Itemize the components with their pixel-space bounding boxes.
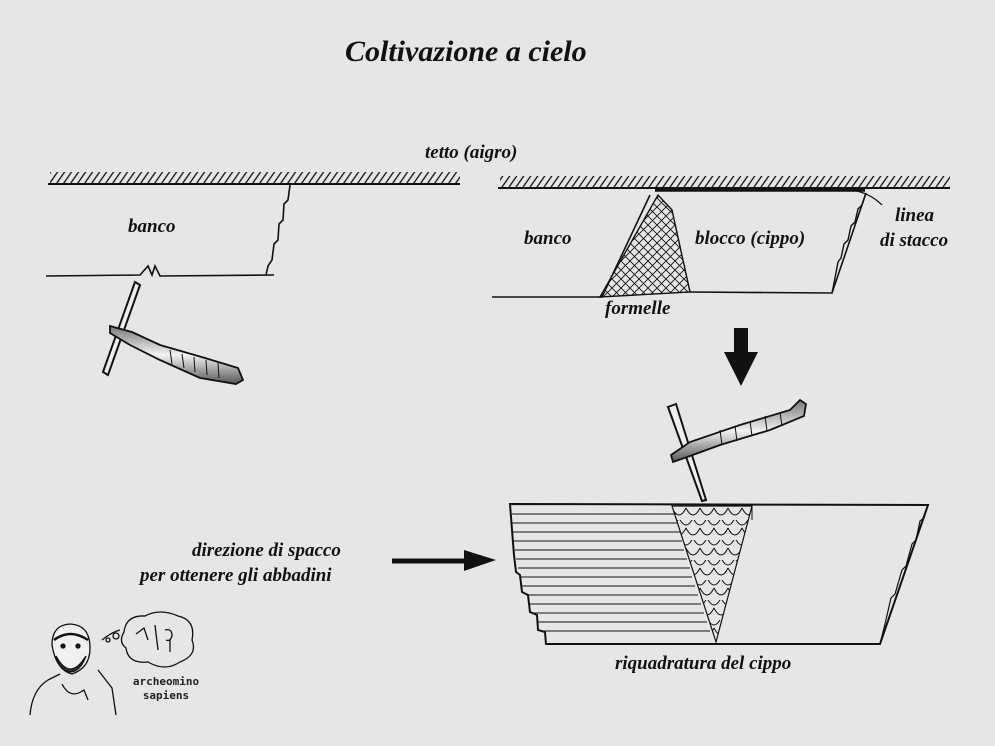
scale-texture xyxy=(671,505,753,645)
archeomino-mascot-icon xyxy=(29,611,195,716)
roof-hatch-right xyxy=(498,176,950,192)
label-linea: linea xyxy=(895,205,935,226)
mascot-name-line1: archeomino xyxy=(132,675,200,688)
down-arrow-icon xyxy=(724,328,758,386)
pick-hammer-icon xyxy=(666,398,807,503)
linea-pointer xyxy=(851,189,883,206)
bench-base-line-left xyxy=(45,263,275,278)
split-lines xyxy=(512,513,710,632)
chisel-marks-right xyxy=(879,504,929,645)
page-title: Coltivazione a cielo xyxy=(345,35,587,68)
right-arrow-icon xyxy=(392,550,496,571)
label-abbadini: per ottenere gli abbadini xyxy=(140,565,332,586)
label-direzione: direzione di spacco xyxy=(192,540,341,561)
label-banco-right: banco xyxy=(524,228,572,249)
label-banco-left: banco xyxy=(128,216,176,237)
pick-hammer-icon xyxy=(101,280,245,385)
label-blocco: blocco (cippo) xyxy=(695,228,806,249)
label-tetto: tetto (aigro) xyxy=(425,142,518,163)
roof-hatch-left xyxy=(48,172,460,185)
label-di-stacco: di stacco xyxy=(880,230,949,251)
left-section xyxy=(45,172,460,385)
detachment-line-right xyxy=(831,192,867,294)
cippo-block xyxy=(508,502,930,645)
label-formelle: formelle xyxy=(605,298,671,319)
mascot-name-line2: sapiens xyxy=(142,689,190,702)
detachment-line-left xyxy=(265,184,291,276)
right-section xyxy=(492,176,950,298)
label-riquadratura: riquadratura del cippo xyxy=(615,653,792,674)
formelle-net xyxy=(598,193,691,298)
